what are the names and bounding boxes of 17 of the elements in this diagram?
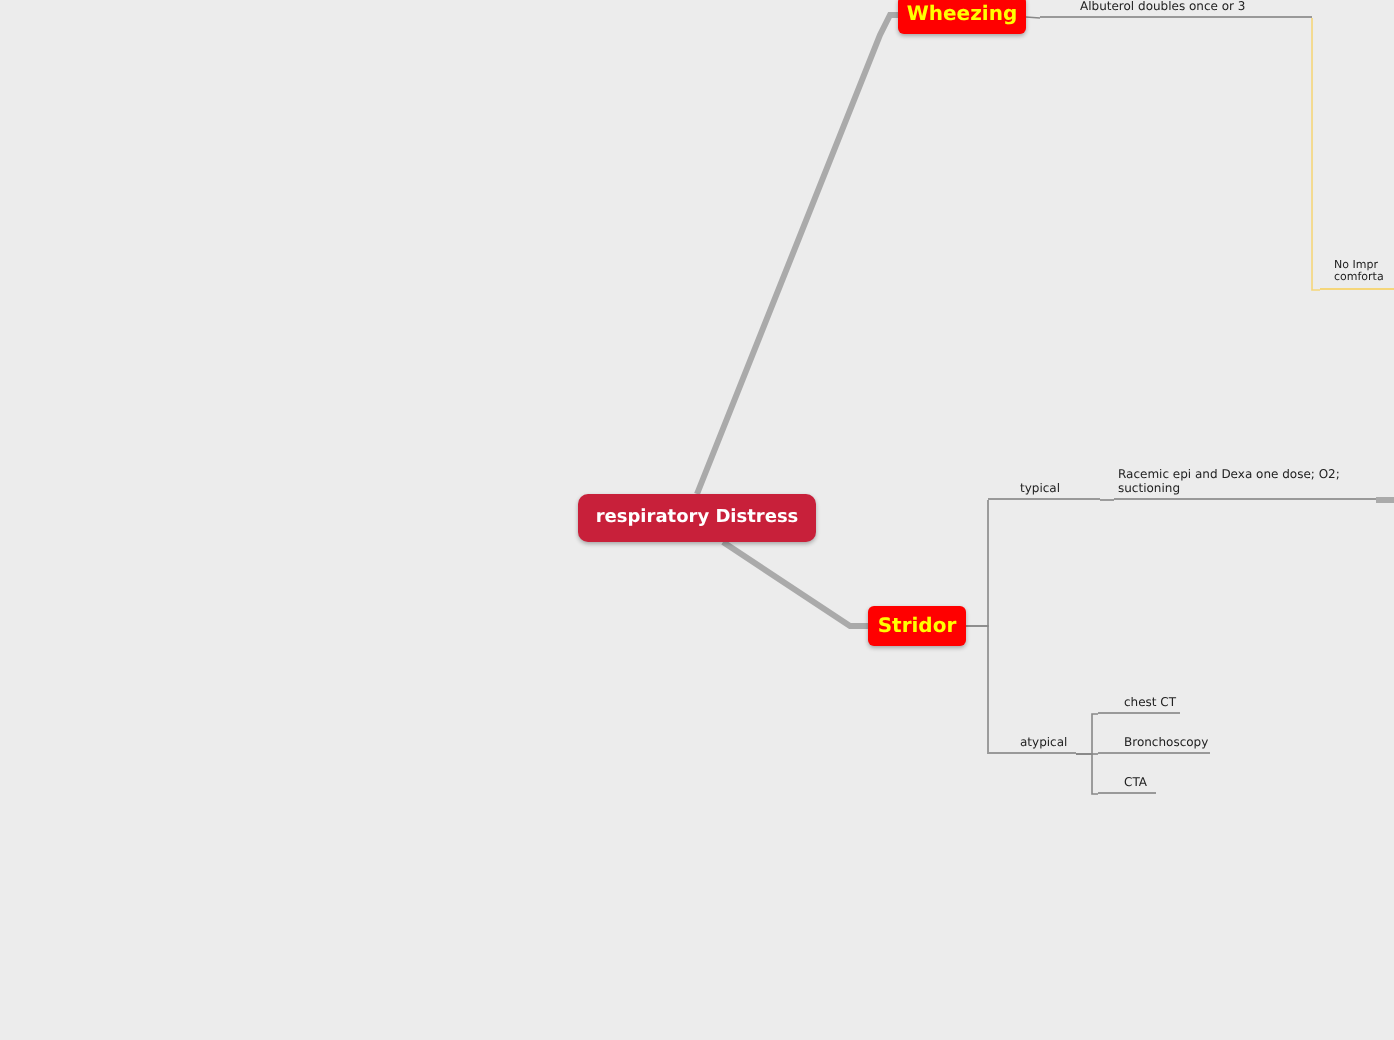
node-text: respiratory Distress xyxy=(595,508,799,528)
connector-line xyxy=(1311,17,1321,291)
topic-box xyxy=(868,606,966,646)
node-text: Stridor xyxy=(877,615,957,637)
branch-label xyxy=(1114,464,1376,500)
connector-line xyxy=(1075,753,1099,795)
topic-box xyxy=(578,494,816,542)
connector-line xyxy=(965,625,989,755)
connector-line xyxy=(694,12,898,496)
branch-label xyxy=(1320,254,1394,290)
connector-line xyxy=(721,539,868,629)
connector-line xyxy=(1025,16,1041,19)
topic-box xyxy=(898,0,1026,34)
connector-line xyxy=(1376,497,1394,503)
branch-label xyxy=(1040,0,1312,18)
connector-line xyxy=(1099,499,1115,501)
node-text: Wheezing xyxy=(906,4,1018,26)
